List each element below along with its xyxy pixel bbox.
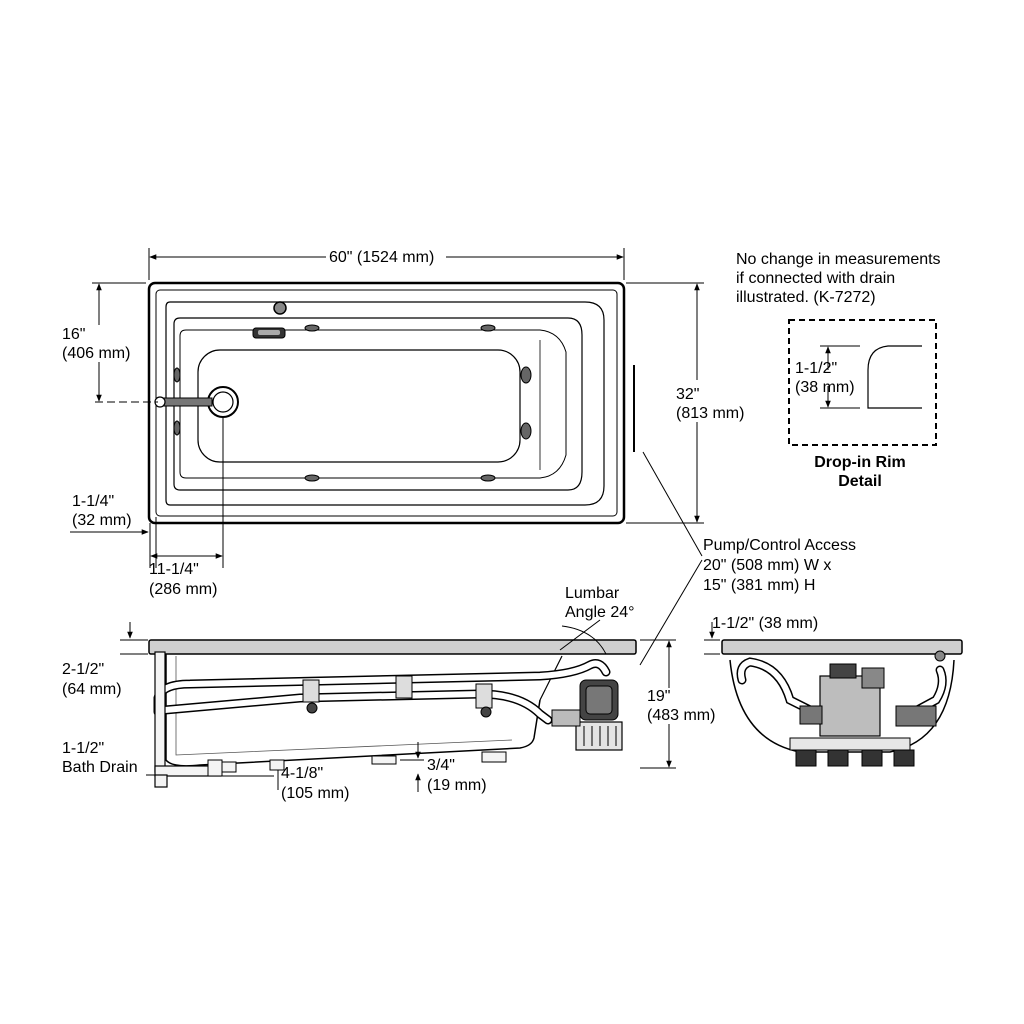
tub-deck-contour (165, 301, 605, 506)
drain-fixtures (154, 386, 239, 418)
jet-icon (480, 324, 496, 332)
flange-in-label: 1-1/4" (72, 493, 115, 510)
rim-detail (788, 319, 937, 446)
foot-mm-label: (105 mm) (281, 785, 350, 802)
width-mm-label: (813 mm) (676, 405, 745, 422)
pump-access-line-2: 20" (508 mm) W x (703, 557, 832, 574)
note-line-3: illustrated. (K-7272) (736, 289, 876, 306)
overflow-icon (273, 301, 287, 315)
end-view (704, 622, 963, 767)
tub-basin-rim (173, 317, 583, 491)
rim-detail-title-1: Drop-in Rim (814, 454, 906, 471)
tub-outer-rim (147, 281, 626, 525)
tub-deck-inner (155, 289, 618, 517)
bath-drain-label: Bath Drain (62, 759, 138, 776)
tub-basin-wall (179, 329, 567, 479)
feet (207, 751, 507, 777)
side-view (148, 639, 637, 788)
rim-detail-dim-in: 1-1/2" (795, 360, 838, 377)
foot-in-label: 4-1/8" (281, 765, 324, 782)
flange-mm-label: (32 mm) (72, 512, 132, 529)
jet-icon (480, 474, 496, 482)
jet-icon (520, 366, 532, 384)
plan-dimensions (70, 248, 704, 666)
rim-detail-dim-mm: (38 mm) (795, 379, 855, 396)
pump-access-line-1: Pump/Control Access (703, 537, 856, 554)
overall-length-label: 60" (1524 mm) (329, 249, 435, 266)
rim-detail-title-2: Detail (838, 473, 882, 490)
lumbar-label-2: Angle 24° (565, 604, 635, 621)
rim-mm-label: (64 mm) (62, 681, 122, 698)
rim-detail-profile (867, 345, 922, 409)
jet-icon (520, 422, 532, 440)
lumbar-label-1: Lumbar (565, 585, 620, 602)
tub-basin-floor (197, 349, 521, 463)
foot-height-in-label: 3/4" (427, 757, 455, 774)
drain-center-in-label: 11-1/4" (149, 561, 199, 578)
pump-access-line-3: 15" (381 mm) H (703, 577, 816, 594)
width-in-label: 32" (676, 386, 700, 403)
jet-icon (304, 474, 320, 482)
drain-center-mm-label: (286 mm) (149, 581, 218, 598)
drain-offset-mm-label: (406 mm) (62, 345, 131, 362)
end-rim (721, 639, 963, 655)
rim-detail-frame (788, 319, 937, 446)
jet-icon (173, 420, 181, 436)
height-in-label: 19" (647, 688, 671, 705)
end-rim-label: 1-1/2" (38 mm) (712, 615, 819, 632)
foot-height-mm-label: (19 mm) (427, 777, 487, 794)
bath-drain-size-label: 1-1/2" (62, 740, 105, 757)
end-pump (789, 663, 937, 767)
rim-in-label: 2-1/2" (62, 661, 105, 678)
jets-plan (173, 324, 532, 482)
jet-icon (173, 367, 181, 383)
jet-icon (304, 324, 320, 332)
control-panel (252, 327, 286, 339)
plan-view (147, 281, 626, 525)
side-rim (148, 639, 637, 655)
pump-motor (551, 679, 623, 751)
side-shell (165, 654, 541, 767)
side-dimensions (120, 619, 676, 792)
drain-inner (212, 391, 234, 413)
note-line-1: No change in measurements (736, 251, 941, 268)
height-mm-label: (483 mm) (647, 707, 716, 724)
note-line-2: if connected with drain (736, 270, 896, 287)
drain-offset-in-label: 16" (62, 326, 86, 343)
